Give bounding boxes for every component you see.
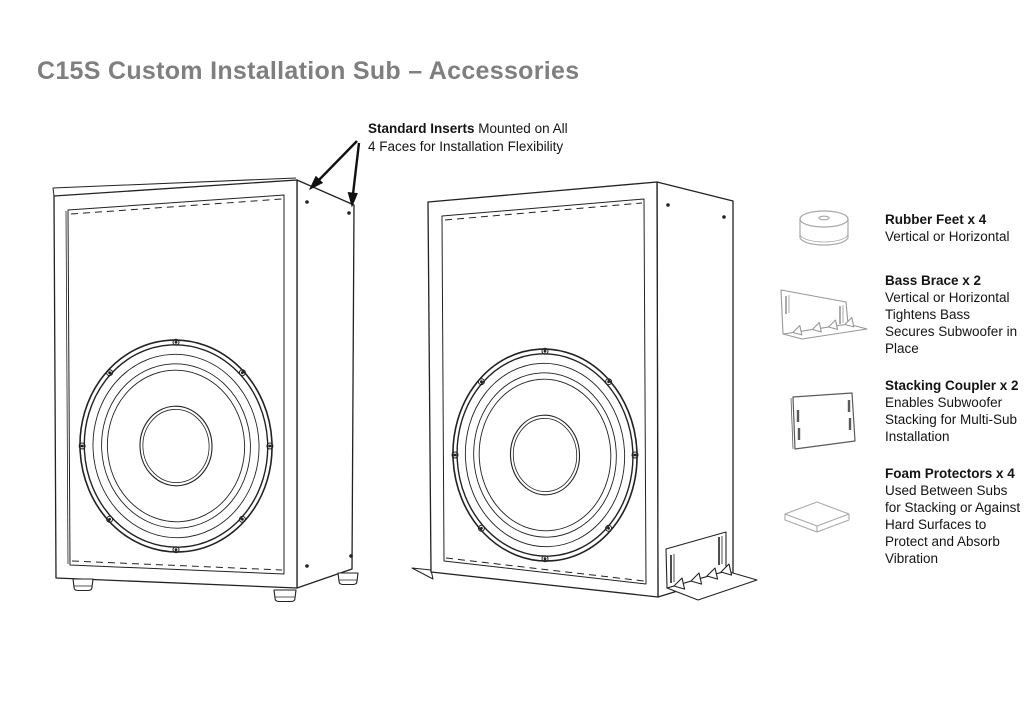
right-driver: [452, 348, 638, 562]
accessory-name: Bass Brace x 2: [885, 273, 982, 288]
rubber-foot-icon: [793, 207, 855, 251]
right-subwoofer-illustration: [411, 181, 758, 601]
left-rubber-feet: [72, 572, 359, 603]
right-driver-screws: [451, 347, 639, 563]
accessory-name: Stacking Coupler x 2: [885, 378, 1019, 393]
accessory-foam-protectors: Foam Protectors x 4 Used Between Subs fo…: [885, 465, 1027, 567]
left-insert-dots: [305, 200, 353, 568]
accessory-description: Vertical or Horizontal Tightens Bass Sec…: [885, 290, 1018, 356]
stacking-coupler-icon: [786, 388, 858, 450]
callout-after-bold: Mounted on All: [474, 121, 568, 136]
left-driver-screws: [78, 338, 274, 554]
accessory-name: Foam Protectors x 4: [885, 466, 1015, 481]
left-driver: [79, 339, 273, 553]
callout-bold: Standard Inserts: [368, 121, 475, 136]
accessory-name: Rubber Feet x 4: [885, 212, 987, 227]
accessory-description: Used Between Subs for Stacking or Agains…: [885, 483, 1021, 566]
right-bass-brace: [665, 531, 758, 601]
left-subwoofer-illustration: [52, 177, 359, 603]
accessory-rubber-feet: Rubber Feet x 4 Vertical or Horizontal: [885, 211, 1027, 245]
callout-line-2: 4 Faces for Installation Flexibility: [368, 139, 564, 154]
foam-protector-icon: [781, 497, 853, 539]
standard-inserts-arrows: [308, 140, 361, 208]
accessory-stacking-coupler: Stacking Coupler x 2 Enables Subwoofer S…: [885, 377, 1027, 445]
bass-brace-icon: [776, 282, 869, 348]
accessory-description: Enables Subwoofer Stacking for Multi-Sub…: [885, 395, 1018, 444]
page-title: C15S Custom Installation Sub – Accessori…: [37, 57, 580, 85]
callout-line-1: Standard Inserts Mounted on All: [368, 120, 598, 138]
accessory-bass-brace: Bass Brace x 2 Vertical or Horizontal Ti…: [885, 272, 1027, 357]
right-insert-dots: [666, 203, 726, 219]
standard-inserts-callout: Standard Inserts Mounted on All 4 Faces …: [368, 120, 598, 156]
accessory-description: Vertical or Horizontal: [885, 229, 1010, 244]
